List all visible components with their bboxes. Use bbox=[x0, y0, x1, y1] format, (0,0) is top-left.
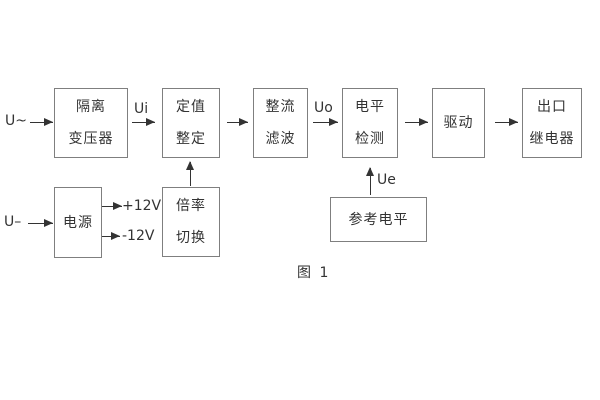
arrow-uo bbox=[313, 118, 338, 127]
block-label: 切换 bbox=[176, 230, 206, 246]
arrow-detection-to-driver bbox=[405, 118, 428, 127]
block-ratio-switch: 倍率 切换 bbox=[162, 187, 220, 257]
arrow-ac-input bbox=[30, 118, 53, 127]
label-dc-input: U– bbox=[4, 214, 22, 230]
block-output-relay: 出口 继电器 bbox=[522, 88, 582, 158]
label-ac-input: U~ bbox=[5, 113, 27, 129]
block-label: 滤波 bbox=[265, 131, 296, 147]
block-label: 隔离 bbox=[76, 99, 106, 115]
arrow-driver-to-relay bbox=[495, 118, 518, 127]
block-label: 变压器 bbox=[68, 131, 114, 147]
arrow-ue bbox=[366, 167, 375, 195]
block-label: 参考电平 bbox=[348, 211, 409, 228]
arrow-plus-12v bbox=[102, 202, 122, 211]
block-label: 检测 bbox=[355, 131, 385, 147]
block-power-supply: 电源 bbox=[54, 187, 102, 258]
block-label: 定值 bbox=[176, 99, 206, 115]
label-ui: Ui bbox=[134, 101, 149, 117]
block-label: 倍率 bbox=[176, 198, 206, 214]
block-label: 电平 bbox=[355, 99, 385, 115]
block-label: 出口 bbox=[537, 99, 567, 115]
arrow-minus-12v bbox=[102, 232, 120, 241]
arrow-dc-input bbox=[28, 219, 53, 228]
block-label: 驱动 bbox=[443, 115, 474, 131]
arrow-ui bbox=[132, 118, 155, 127]
block-label: 整流 bbox=[265, 99, 296, 115]
block-rectifier-filter: 整流 滤波 bbox=[253, 88, 308, 158]
arrow-ratio-to-setpoint bbox=[186, 161, 195, 186]
block-label: 继电器 bbox=[529, 131, 575, 147]
arrow-setpoint-to-rectifier bbox=[227, 118, 248, 127]
block-setpoint-adjust: 定值 整定 bbox=[162, 88, 220, 158]
block-isolation-transformer: 隔离 变压器 bbox=[54, 88, 128, 158]
label-ue: Ue bbox=[377, 172, 396, 188]
figure-caption: 图 1 bbox=[297, 265, 331, 281]
block-level-detection: 电平 检测 bbox=[342, 88, 398, 158]
block-reference-level: 参考电平 bbox=[330, 197, 427, 242]
label-minus-12v: -12V bbox=[122, 228, 155, 244]
block-label: 电源 bbox=[63, 214, 93, 231]
block-driver: 驱动 bbox=[432, 88, 485, 158]
label-uo: Uo bbox=[314, 100, 333, 116]
block-label: 整定 bbox=[176, 131, 206, 147]
label-plus-12v: +12V bbox=[122, 198, 162, 214]
